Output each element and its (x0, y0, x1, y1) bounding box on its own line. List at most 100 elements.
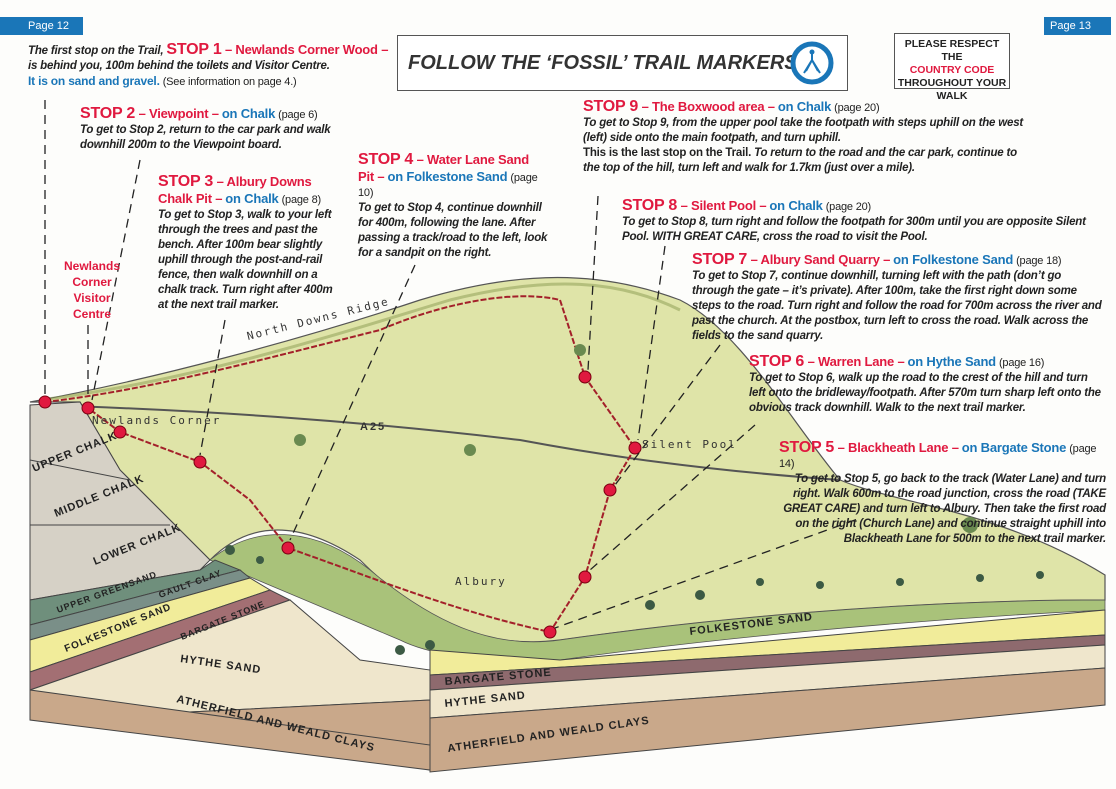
stop-8-heading: STOP 8 (622, 197, 678, 214)
stop-5-ref: (page 14) (779, 443, 1097, 470)
atherfield-layer-right (429, 667, 1106, 773)
stop-9-heading: STOP 9 (583, 98, 639, 115)
stop-4-text: To get to Stop 4, continue downhill for … (358, 202, 548, 259)
stop-5-heading: STOP 5 (779, 439, 835, 456)
stop-8-block: STOP 8 – Silent Pool – on Chalk (page 20… (622, 198, 1102, 245)
stop-1-heading: STOP 1 (166, 41, 222, 58)
label-silent-pool: Silent Pool (642, 438, 737, 451)
stop-2-rock: on Chalk (221, 106, 276, 121)
notice-line-2: THROUGHOUT YOUR (897, 77, 1007, 89)
stop-3-block: STOP 3 – Albury Downs Chalk Pit – on Cha… (158, 174, 338, 313)
stop-1-marker (38, 395, 52, 409)
stop-8-marker (628, 441, 642, 455)
stop-7-text: To get to Stop 7, continue downhill, tur… (692, 270, 1102, 342)
stop-3-text: To get to Stop 3, walk to your left thro… (158, 209, 333, 311)
stop-7-ref: (page 18) (1016, 255, 1062, 267)
stop-1-rock: It is on sand and gravel. (28, 74, 160, 88)
visitor-centre-line: Corner (72, 275, 112, 289)
stop-6-block: STOP 6 – Warren Lane – on Hythe Sand (pa… (749, 354, 1106, 416)
label-newlands-corner: Newlands Corner (92, 414, 221, 427)
geo-lower-chalk: LOWER CHALK (92, 522, 183, 568)
stop-5-block: STOP 5 – Blackheath Lane – on Bargate St… (779, 440, 1106, 547)
geo-upper-chalk: UPPER CHALK (31, 430, 119, 475)
stop-1-text: is behind you, 100m behind the toilets a… (28, 60, 330, 72)
stop-2-text: To get to Stop 2, return to the car park… (80, 124, 331, 151)
stop-3-marker (113, 425, 127, 439)
visitor-centre-line: Newlands (63, 259, 120, 273)
stop-2-name: – Viewpoint – (138, 106, 219, 121)
stop-4-block: STOP 4 – Water Lane Sand Pit – on Folkes… (358, 152, 548, 261)
stop-1-block: The first stop on the Trail, STOP 1 – Ne… (28, 42, 393, 90)
stop-9-ref: (page 20) (834, 102, 880, 114)
country-code-notice: PLEASE RESPECT THE COUNTRY CODE THROUGHO… (894, 33, 1010, 102)
stop-1-name: – Newlands Corner Wood – (224, 42, 389, 57)
stop-5-text: To get to Stop 5, go back to the track (… (783, 473, 1106, 545)
stop-4-marker (281, 541, 295, 555)
stop-4-name: – Water Lane Sand Pit – (358, 152, 529, 184)
greensand-layer (29, 559, 242, 626)
trees (225, 344, 1044, 655)
stop-7-heading: STOP 7 (692, 251, 748, 268)
stop-3-name: – Albury Downs Chalk Pit – (158, 174, 312, 206)
stop-9-block: STOP 9 – The Boxwood area – on Chalk (pa… (583, 99, 1023, 176)
banner-title: FOLLOW THE ‘FOSSIL’ TRAIL MARKERS (408, 52, 798, 74)
geo-bargate-stone-right: BARGATE STONE (444, 667, 552, 688)
stop-5-name: – Blackheath Lane – (837, 440, 959, 455)
stop-9-text: To get to Stop 9, from the upper pool ta… (583, 117, 1024, 144)
stop-9-last: This is the last stop on the Trail. (583, 147, 752, 159)
page-number-left: Page 12 (0, 17, 83, 35)
visitor-centre-line: Centre (72, 307, 111, 321)
stop-2-marker (81, 401, 95, 415)
stop-7-marker (603, 483, 617, 497)
stop-9-name: – The Boxwood area – (641, 99, 775, 114)
stop-2-ref: (page 6) (278, 109, 318, 121)
stop-6-name: – Warren Lane – (807, 354, 905, 369)
stop-8-rock: on Chalk (769, 198, 823, 213)
stop-1-ref: (See information on page 4.) (162, 76, 297, 88)
trail-marker-banner: FOLLOW THE ‘FOSSIL’ TRAIL MARKERS (397, 35, 848, 91)
stop-6-heading: STOP 6 (749, 353, 805, 370)
label-a25: A25 (360, 421, 386, 433)
folkestone-layer-right (429, 609, 1106, 676)
stop-7-rock: on Folkestone Sand (893, 252, 1014, 267)
stop-3-ref: (page 8) (281, 194, 322, 206)
visitor-centre-line: Visitor (73, 291, 111, 305)
stop-6-marker (578, 570, 592, 584)
country-code-link: COUNTRY CODE (909, 64, 995, 76)
stop-7-name: – Albury Sand Quarry – (750, 252, 891, 267)
geo-upper-greensand: UPPER GREENSAND (55, 569, 158, 615)
stop-5-rock: on Bargate Stone (961, 440, 1067, 455)
geo-folkestone-sand-right: FOLKESTONE SAND (689, 611, 814, 638)
stop-4-rock: on Folkestone Sand (387, 169, 508, 184)
stop-8-name: – Silent Pool – (680, 198, 767, 213)
fossil-marker-icon (790, 41, 834, 85)
geo-middle-chalk: MIDDLE CHALK (53, 473, 146, 520)
geo-hythe-sand-right: HYTHE SAND (444, 690, 526, 710)
geo-bargate-stone-left: BARGATE STONE (179, 599, 266, 642)
stop-8-ref: (page 20) (825, 201, 872, 213)
stop-9-return: To return to the road and the car park, … (583, 147, 1017, 174)
stop-2-heading: STOP 2 (80, 105, 136, 122)
notice-line-1: PLEASE RESPECT THE (904, 38, 1000, 63)
trail-route (44, 295, 637, 634)
stop-9-rock: on Chalk (777, 99, 832, 114)
label-albury: Albury (455, 575, 507, 588)
visitor-centre-label: Newlands Corner Visitor Centre (62, 258, 122, 322)
stop-5-marker (543, 625, 557, 639)
geo-atherfield-left: ATHERFIELD AND WEALD CLAYS (175, 693, 376, 754)
stop-3-rock: on Chalk (225, 191, 279, 206)
stop-6-rock: on Hythe Sand (907, 354, 997, 369)
page-number-right: Page 13 (1044, 17, 1111, 35)
geo-hythe-sand-left: HYTHE SAND (180, 653, 262, 676)
stop-3b-marker (193, 455, 207, 469)
stop-6-text: To get to Stop 6, walk up the road to th… (749, 372, 1101, 414)
stop-8-text: To get to Stop 8, turn right and follow … (622, 216, 1086, 243)
stop-4-heading: STOP 4 (358, 151, 414, 168)
stop-7-block: STOP 7 – Albury Sand Quarry – on Folkest… (692, 252, 1104, 344)
geo-gault-clay: GAULT CLAY (157, 568, 223, 600)
geo-atherfield-right: ATHERFIELD AND WEALD CLAYS (447, 715, 651, 755)
stop-markers (38, 370, 642, 639)
